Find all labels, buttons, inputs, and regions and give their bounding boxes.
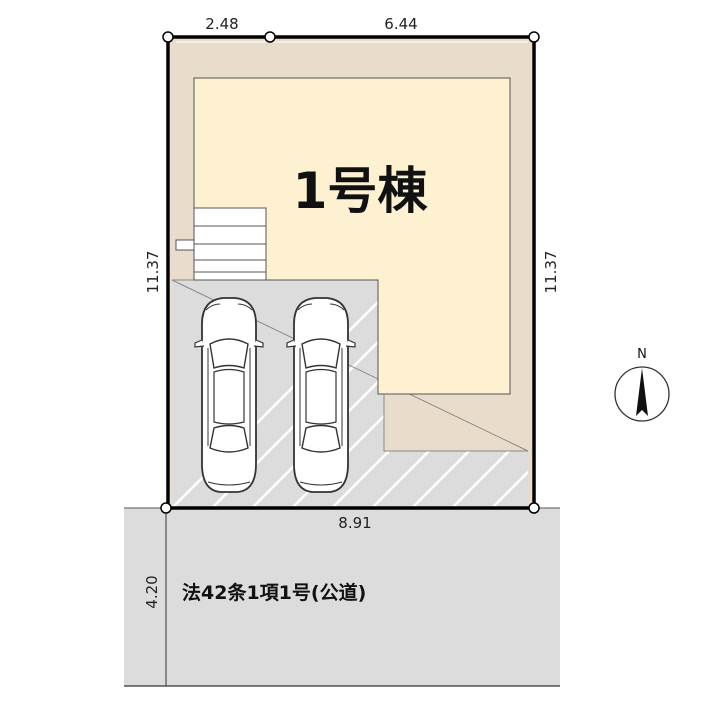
car-1	[194, 297, 264, 493]
boundary-marker	[162, 31, 174, 43]
compass-label: N	[637, 347, 647, 362]
dimension-bottom: 8.91	[338, 514, 371, 532]
road-area	[124, 508, 560, 686]
boundary-marker	[264, 31, 276, 43]
dimension-right: 11.37	[542, 251, 560, 294]
hatch-line	[680, 260, 709, 560]
car-2	[286, 297, 356, 493]
boundary-marker	[528, 502, 540, 514]
dimension-top-right: 6.44	[384, 15, 417, 33]
north-compass: N	[614, 347, 670, 422]
compass-needle	[636, 368, 648, 416]
dimension-road-width: 4.20	[143, 575, 161, 608]
boundary-marker	[160, 502, 172, 514]
entry-steps	[175, 207, 267, 281]
building-label: 1号棟	[293, 162, 429, 220]
road-label: 法42条1項1号(公道)	[182, 581, 366, 604]
boundary-marker	[528, 31, 540, 43]
hatch-line	[172, 280, 421, 508]
dimension-left: 11.37	[144, 251, 162, 294]
dimension-top-left: 2.48	[205, 15, 238, 33]
building-inner-wall	[383, 394, 528, 452]
